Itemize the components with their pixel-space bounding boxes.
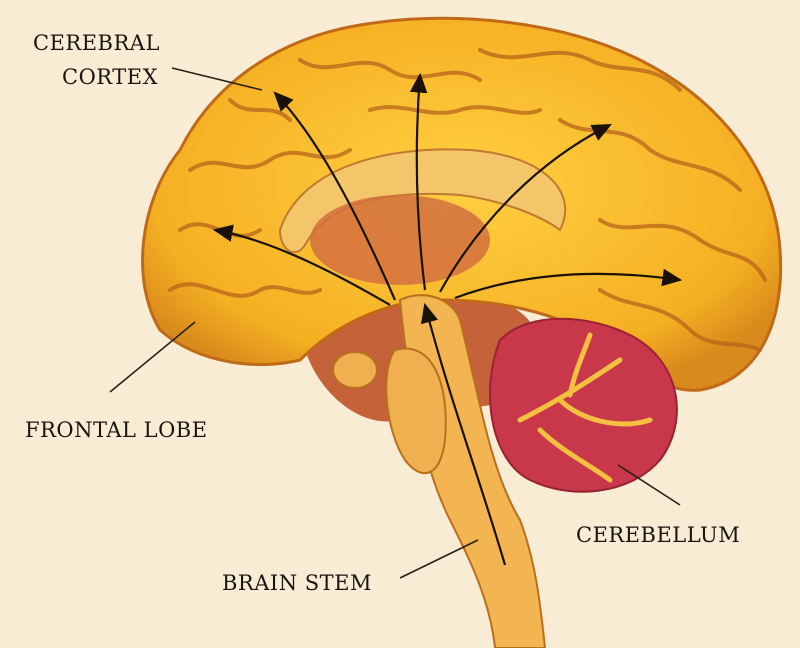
- label-frontal-lobe: FRONTAL LOBE: [25, 418, 208, 442]
- label-cortex: CORTEX: [62, 65, 158, 89]
- label-brain-stem: BRAIN STEM: [222, 571, 372, 595]
- thalamus: [310, 195, 490, 285]
- cerebellum-leader: [617, 464, 681, 506]
- frontal-lobe-leader: [109, 321, 196, 393]
- label-cerebral: CEREBRAL: [33, 31, 160, 55]
- gyri-pattern: [168, 48, 767, 352]
- brain-stem-leader: [399, 539, 479, 579]
- signal-arrows: [212, 72, 683, 566]
- cerebellum: [489, 317, 678, 493]
- label-cerebellum: CEREBELLUM: [576, 523, 740, 547]
- pons: [385, 347, 447, 475]
- cerebral-cortex-leader: [171, 67, 263, 91]
- cerebral-cortex: [141, 16, 783, 392]
- pituitary: [332, 351, 378, 389]
